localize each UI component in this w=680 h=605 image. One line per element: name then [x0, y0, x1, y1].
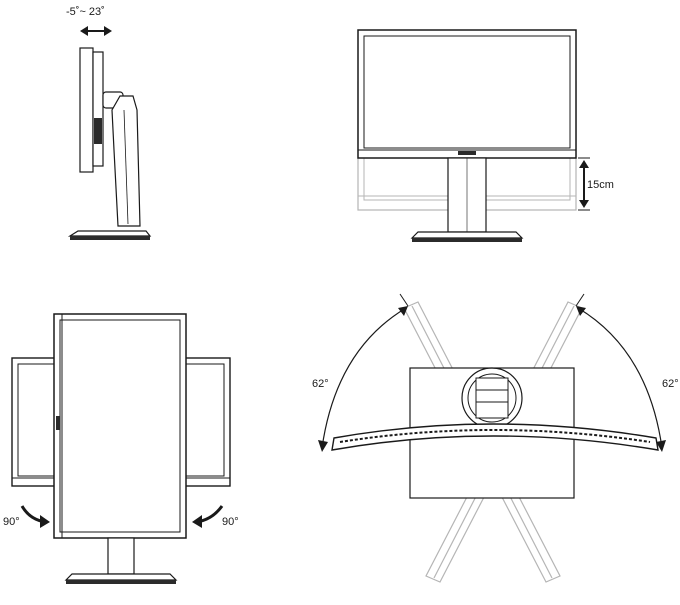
height-adjust-diagram: 15cm — [340, 0, 680, 250]
swivel-diagram: 62° 62° — [300, 280, 680, 605]
pivot-left-angle: 90° — [3, 516, 20, 528]
tilt-range-label: -5˚~ 23˚ — [66, 6, 105, 18]
brand-logo-icon — [458, 151, 476, 155]
tilt-arrow-icon — [80, 26, 112, 36]
pivot-right-angle: 90° — [222, 516, 239, 528]
monitor-side-view — [67, 47, 152, 240]
monitor-swivel-view — [318, 293, 666, 583]
tilt-diagram: -5˚~ 23˚ — [0, 0, 220, 250]
swivel-left-angle: 62° — [312, 378, 329, 390]
rotate-left-arrow-icon — [20, 505, 50, 528]
monitor-front-view — [357, 29, 590, 242]
rotate-right-arrow-icon — [192, 505, 224, 528]
height-range-label: 15cm — [587, 179, 614, 191]
pivot-diagram: 90° 90° — [0, 300, 250, 605]
swivel-right-angle: 62° — [662, 378, 679, 390]
monitor-pivot-view — [11, 313, 231, 584]
